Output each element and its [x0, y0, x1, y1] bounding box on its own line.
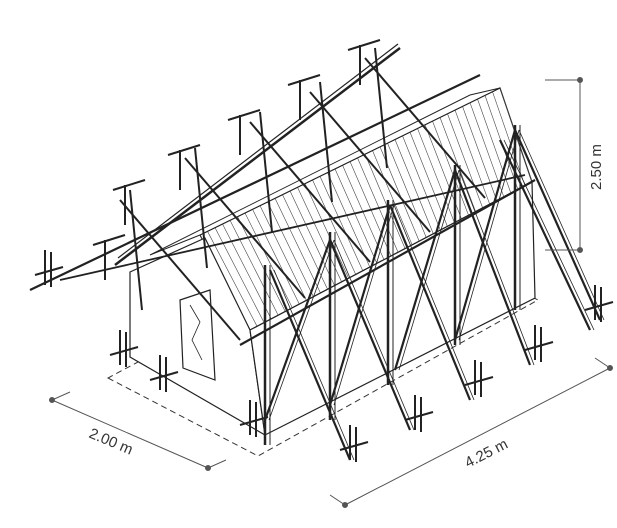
brace [453, 169, 532, 366]
roof-rib [349, 161, 392, 257]
dimension-width [49, 391, 227, 471]
brace [393, 169, 457, 371]
stake-crossbar [34, 266, 64, 276]
brace [503, 139, 595, 331]
brace [388, 204, 472, 401]
stake-crossbar [464, 376, 494, 386]
roof-rib [334, 168, 378, 264]
ridge-pole [117, 43, 399, 259]
roof-rib [462, 106, 498, 201]
roof-rib [297, 187, 342, 283]
roof-rib [372, 150, 413, 246]
stake-crossbar [524, 341, 554, 351]
roof-rib [252, 209, 300, 305]
rafter [259, 111, 273, 233]
top-crossbar [227, 109, 261, 121]
roof-rib [289, 190, 335, 286]
roof-rib [454, 109, 490, 205]
roof-rib [222, 223, 272, 320]
roof-rib [304, 183, 349, 279]
rafter [374, 47, 388, 169]
rafter [364, 57, 486, 199]
roof-corrugation [199, 87, 533, 331]
roof-rib [259, 205, 307, 301]
roof-back-panel [149, 87, 501, 256]
roof-rib [364, 154, 406, 249]
ridge-pole [114, 47, 401, 266]
roof [149, 87, 533, 331]
roof-rib [387, 143, 427, 238]
gable-wall [129, 237, 266, 437]
roof-rib [409, 131, 448, 227]
stake-crossbar [109, 346, 139, 356]
roof-rib [357, 157, 399, 253]
brace [398, 169, 460, 371]
roof-rib [439, 117, 476, 212]
dimension-length [329, 357, 613, 508]
stake-crossbar [404, 411, 434, 421]
roof-rib [237, 216, 286, 312]
stake-crossbar [339, 441, 369, 451]
stake-crossbar [584, 301, 614, 311]
roof-rib [319, 176, 364, 271]
brace [333, 204, 395, 406]
rafter [319, 81, 333, 203]
stake-crossbar [149, 371, 179, 381]
brace [393, 204, 475, 401]
rafter [194, 147, 208, 269]
roof-rib [312, 179, 357, 275]
rafter [249, 121, 371, 263]
roof-rib [394, 139, 434, 234]
brace [263, 239, 332, 421]
top-crossbar [347, 39, 381, 51]
roof-rib [244, 212, 293, 308]
brace [458, 129, 520, 341]
dimension-height [545, 77, 583, 253]
brace [513, 129, 602, 321]
roof-rib [274, 198, 321, 294]
bamboo-frame [29, 39, 614, 462]
roof-rib [447, 113, 483, 209]
roof-rib [327, 172, 371, 268]
top-crossbar [167, 144, 201, 156]
roof-rib [402, 135, 441, 231]
width-dimension-label: 2.00 m [86, 425, 135, 459]
brace [458, 169, 535, 366]
roof-rib [432, 120, 469, 216]
brace [268, 239, 335, 421]
height-dimension-label: 2.50 m [588, 144, 605, 190]
roof-rib [282, 194, 328, 290]
roof-rib [207, 231, 258, 327]
rafter [184, 157, 306, 299]
brace [328, 239, 412, 431]
rafter [129, 189, 143, 311]
rafter [119, 199, 241, 341]
roof-rib [267, 201, 314, 297]
brace [333, 239, 415, 431]
brace [328, 204, 392, 406]
brace [268, 269, 352, 461]
brace [499, 139, 591, 331]
top-crossbar [92, 234, 126, 246]
brace [518, 129, 605, 321]
rafter [309, 91, 431, 233]
top-crossbar [112, 179, 146, 191]
top-crossbar [287, 74, 321, 86]
stake-crossbar [239, 416, 269, 426]
brace [453, 129, 517, 341]
brace [273, 269, 355, 461]
